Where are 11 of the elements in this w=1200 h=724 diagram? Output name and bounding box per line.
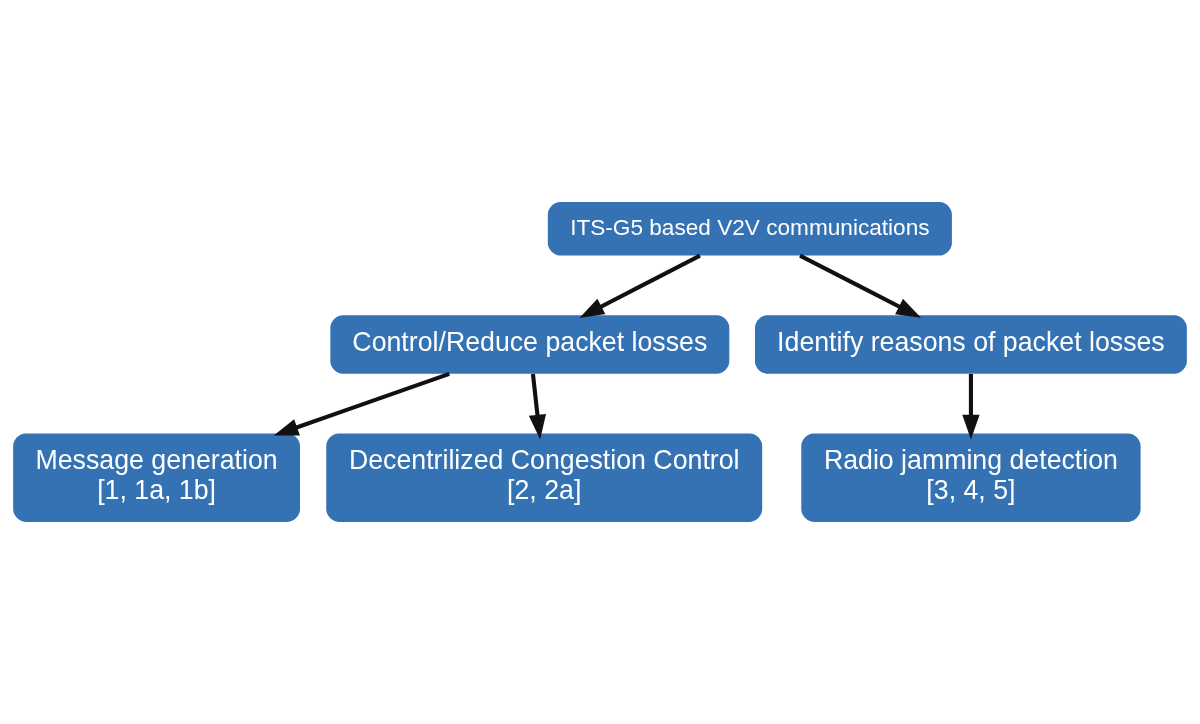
arrow <box>799 253 922 318</box>
node-box: ITS-G5 based V2V communications <box>547 202 952 256</box>
node-box: Radio jamming detection [3, 4, 5] <box>801 433 1141 522</box>
node-box: Identify reasons of packet losses <box>755 315 1187 374</box>
node-box: Control/Reduce packet losses <box>330 315 730 374</box>
arrow <box>528 373 547 440</box>
arrow <box>579 253 701 318</box>
node-box: Decentrilized Congestion Control [2, 2a] <box>326 433 763 522</box>
arrow <box>962 374 980 440</box>
node-box: Message generation [1, 1a, 1b] <box>13 433 300 522</box>
arrow <box>273 371 450 436</box>
